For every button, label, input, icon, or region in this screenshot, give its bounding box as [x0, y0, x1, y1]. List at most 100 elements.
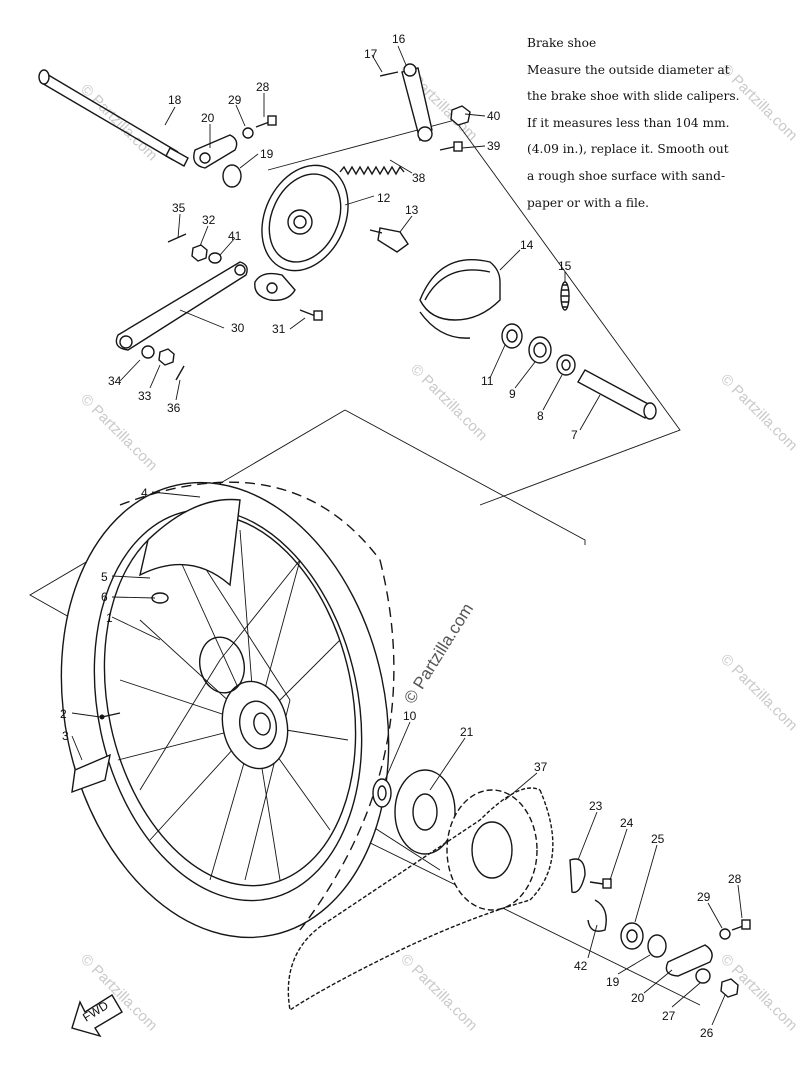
callout-37: 37	[534, 760, 548, 774]
washer-27	[695, 968, 711, 984]
axle-adjuster-20-bottom	[665, 944, 713, 977]
cotter-pin-35	[167, 233, 187, 243]
callout-30: 30	[231, 321, 245, 335]
callout-39: 39	[487, 139, 501, 153]
callout-8: 8	[537, 409, 544, 423]
watermark-faint: © Partzilla.com	[77, 391, 160, 474]
wheel-hub	[199, 636, 289, 770]
callout-28-top: 28	[256, 80, 270, 94]
bolt-39	[439, 141, 463, 152]
nut-40	[450, 105, 471, 126]
brake-lever-16	[379, 63, 433, 142]
bolt-28-bottom	[731, 919, 751, 931]
rear-axle	[38, 69, 189, 167]
collar-8	[556, 354, 576, 376]
callout-41: 41	[228, 229, 242, 243]
callout-10: 10	[403, 709, 417, 723]
callout-13: 13	[405, 203, 419, 217]
bolt-31	[299, 309, 323, 321]
nut-33	[158, 348, 175, 366]
callout-2: 2	[60, 707, 67, 721]
callout-19-top: 19	[260, 147, 274, 161]
callout-20-bottom: 20	[631, 991, 645, 1005]
callout-12: 12	[377, 191, 391, 205]
washer-29-bottom	[719, 928, 731, 940]
note-line: (4.09 in.), replace it. Smooth out	[527, 142, 729, 157]
axle-adjuster-20	[193, 134, 238, 169]
cam-shaft-13	[369, 227, 409, 253]
callout-19-bottom: 19	[606, 975, 620, 989]
callout-11: 11	[481, 374, 494, 388]
callout-32: 32	[202, 213, 216, 227]
note-title: Brake shoe	[527, 36, 597, 50]
callout-31: 31	[272, 322, 286, 336]
callout-4: 4	[141, 486, 148, 500]
watermark-faint: © Partzilla.com	[77, 81, 160, 164]
callout-33: 33	[138, 389, 152, 403]
note-line: If it measures less than 104 mm.	[527, 115, 730, 130]
callout-1: 1	[106, 611, 113, 625]
watermark-main: © Partzilla.com	[400, 600, 477, 707]
callout-labels: 1 2 3 4 5 6 7 8 9 10 11 12 13 14 15 16 1…	[60, 32, 742, 1040]
rim-band-5	[138, 498, 241, 587]
circlip-42	[587, 899, 607, 932]
bolt-28-top	[242, 115, 277, 139]
torque-arm-30	[115, 261, 248, 351]
callout-16: 16	[392, 32, 406, 46]
callout-14: 14	[520, 238, 534, 252]
callout-42: 42	[574, 959, 588, 973]
bearing-9	[528, 336, 552, 364]
band-3	[71, 753, 111, 794]
note-line: paper or with a file.	[527, 195, 650, 210]
spacer-7	[577, 369, 657, 420]
leader-lines	[71, 45, 743, 1026]
watermark-faint: © Partzilla.com	[407, 361, 490, 444]
oil-seal-25	[620, 922, 644, 950]
watermark-faint: © Partzilla.com	[397, 951, 480, 1034]
callout-20-top: 20	[201, 111, 215, 125]
callout-35: 35	[172, 201, 186, 215]
spring-38	[339, 165, 405, 176]
washer-34	[141, 345, 155, 359]
collar-19-top	[222, 164, 242, 188]
drive-chain-37	[287, 787, 554, 1012]
callout-26: 26	[700, 1026, 714, 1040]
callout-21: 21	[460, 725, 474, 739]
cotter-pin-36	[175, 365, 185, 381]
note-line: a rough shoe surface with sand-	[527, 168, 726, 183]
bearing-10	[372, 778, 392, 808]
callout-25: 25	[651, 832, 665, 846]
callout-28-bottom: 28	[728, 872, 742, 886]
note-line: Measure the outside diameter at	[527, 62, 730, 77]
bolt-24	[589, 878, 612, 889]
rear-sprocket	[446, 789, 538, 911]
callout-29-top: 29	[228, 93, 242, 107]
spring-15	[560, 281, 570, 311]
lock-plate-23	[569, 858, 586, 894]
collar-19-bottom	[647, 934, 667, 958]
callout-6: 6	[101, 590, 108, 604]
callout-5: 5	[101, 570, 108, 584]
nut-32	[191, 244, 208, 262]
brake-shoe-14	[419, 258, 501, 339]
callout-7: 7	[571, 428, 578, 442]
watermark-faint: © Partzilla.com	[717, 371, 796, 454]
callout-17: 17	[364, 47, 378, 61]
nut-26	[720, 978, 739, 998]
brake-shoe-note: Brake shoe Measure the outside diameter …	[527, 30, 789, 216]
callout-29-bottom: 29	[697, 890, 711, 904]
callout-9: 9	[509, 387, 516, 401]
callout-15: 15	[558, 259, 572, 273]
washer-41	[208, 252, 222, 264]
callout-27: 27	[662, 1009, 676, 1023]
callout-36: 36	[167, 401, 181, 415]
watermark-faint: © Partzilla.com	[717, 651, 796, 734]
callout-40: 40	[487, 109, 501, 123]
fwd-direction-arrow: FWD	[71, 994, 123, 1038]
callout-34: 34	[108, 374, 122, 388]
hub-flange-21	[394, 769, 456, 855]
callout-23: 23	[589, 799, 603, 813]
note-line: the brake shoe with slide calipers.	[527, 89, 740, 104]
callout-24: 24	[620, 816, 634, 830]
